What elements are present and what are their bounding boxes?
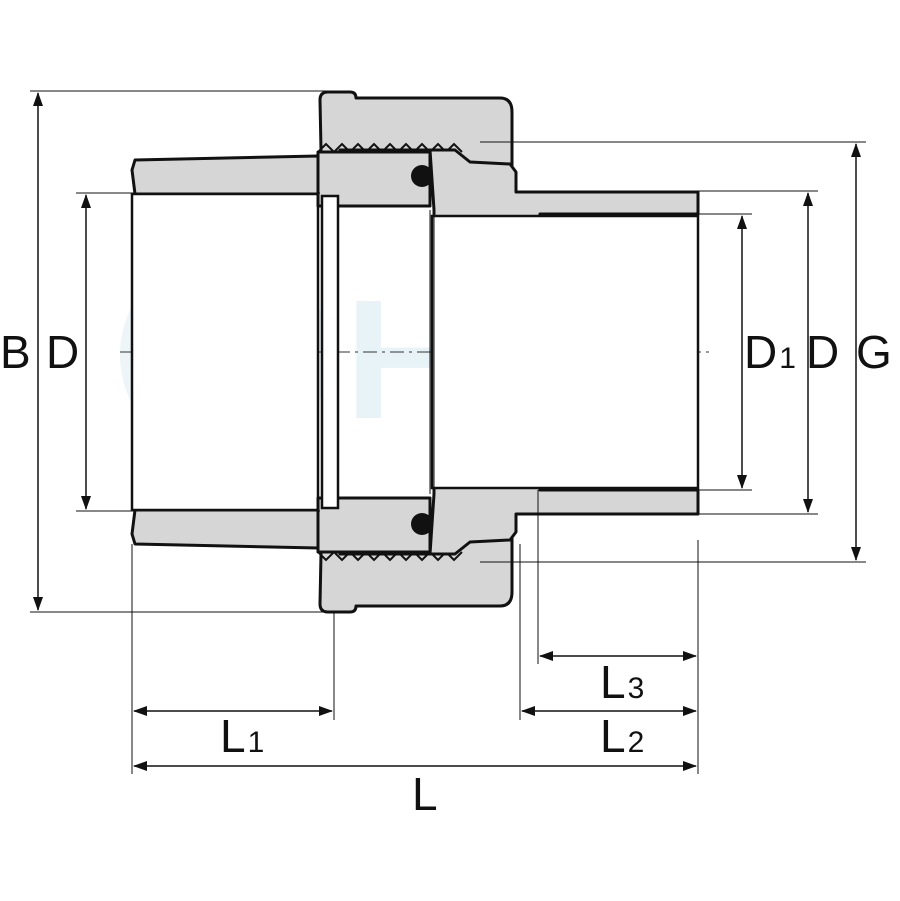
thread-bottom xyxy=(317,550,463,562)
thread-sleeve xyxy=(316,150,432,554)
extension-lines xyxy=(30,90,866,774)
thread-top xyxy=(317,142,463,154)
o-ring-top xyxy=(411,165,433,187)
label-L2: L2 xyxy=(600,710,644,762)
label-D-right: D xyxy=(806,326,839,378)
label-D-left: D xyxy=(46,326,79,378)
o-ring-bottom xyxy=(411,513,433,535)
dimension-labels: B D D1 D G L3 L2 L1 L xyxy=(0,326,892,820)
dimension-lines xyxy=(33,92,861,771)
label-D1: D1 xyxy=(744,326,796,378)
label-G: G xyxy=(856,326,892,378)
label-L3: L3 xyxy=(600,656,644,708)
label-B: B xyxy=(0,326,31,378)
label-L1: L1 xyxy=(220,710,264,762)
right-union-end xyxy=(428,148,700,556)
left-spigot xyxy=(130,154,320,550)
label-L: L xyxy=(412,768,438,820)
